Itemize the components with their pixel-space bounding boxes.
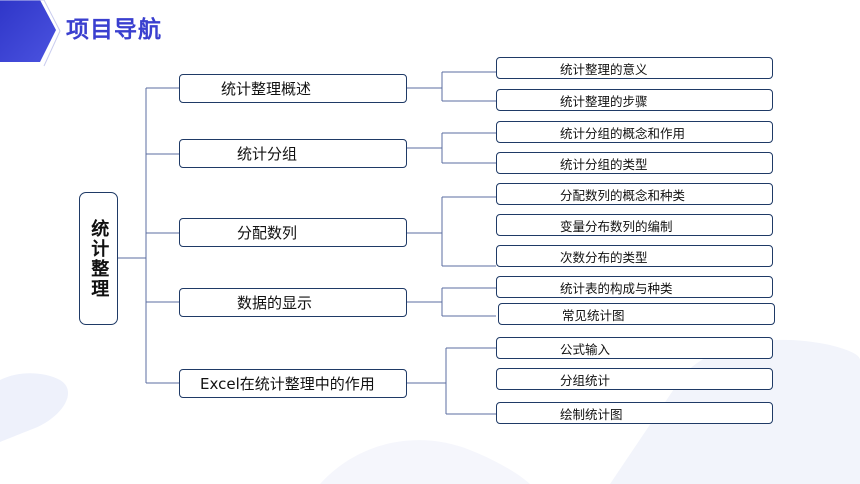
topic-node: 分组统计 bbox=[496, 368, 773, 390]
section-node-grouping: 统计分组 bbox=[179, 139, 407, 168]
page-title: 项目导航 bbox=[66, 17, 162, 43]
section-node-excel: Excel在统计整理中的作用 bbox=[179, 369, 407, 398]
topic-node: 统计整理的意义 bbox=[496, 57, 773, 79]
section-label: 数据的显示 bbox=[237, 294, 313, 312]
section-node-distribution: 分配数列 bbox=[179, 218, 407, 247]
section-label: 分配数列 bbox=[237, 224, 298, 242]
topic-node: 统计整理的步骤 bbox=[496, 89, 773, 111]
topic-node: 常见统计图 bbox=[498, 303, 775, 325]
section-node-display: 数据的显示 bbox=[179, 288, 407, 317]
section-label: Excel在统计整理中的作用 bbox=[200, 375, 375, 393]
section-label: 统计分组 bbox=[237, 145, 298, 163]
topic-node: 变量分布数列的编制 bbox=[496, 214, 773, 236]
topic-node: 公式输入 bbox=[496, 337, 773, 359]
topic-node: 分配数列的概念和种类 bbox=[496, 183, 773, 205]
topic-node: 绘制统计图 bbox=[496, 402, 773, 424]
topic-node: 统计分组的概念和作用 bbox=[496, 121, 773, 143]
section-label: 统计整理概述 bbox=[221, 80, 312, 98]
root-node: 统计整理 bbox=[79, 192, 118, 325]
topic-node: 次数分布的类型 bbox=[496, 245, 773, 267]
section-node-overview: 统计整理概述 bbox=[179, 74, 407, 103]
topic-node: 统计表的构成与种类 bbox=[496, 276, 773, 298]
topic-node: 统计分组的类型 bbox=[496, 152, 773, 174]
